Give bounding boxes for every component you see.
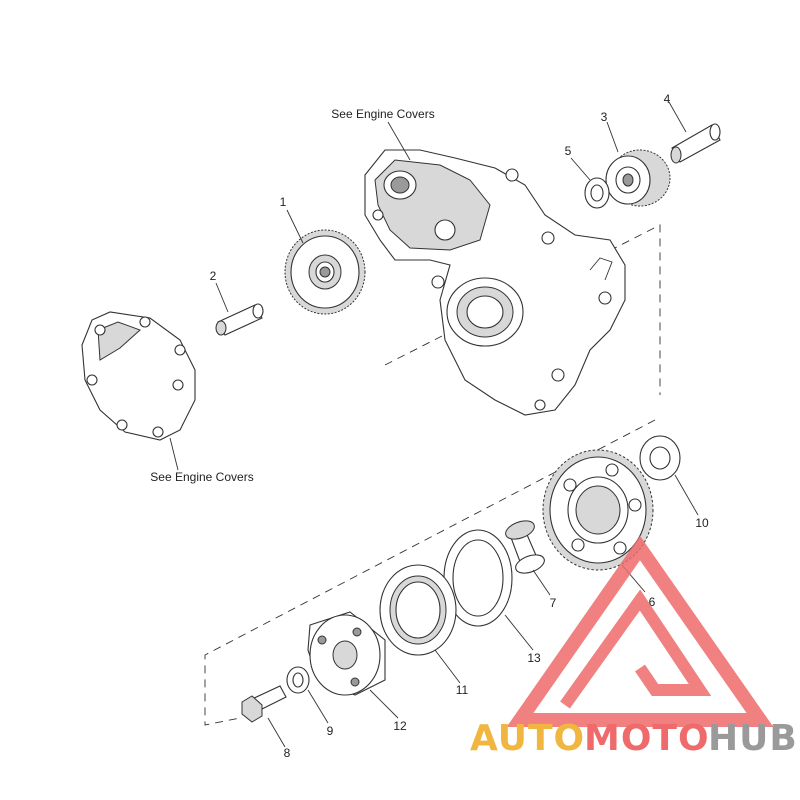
part-number-10: 10 <box>695 516 709 530</box>
part-number-13: 13 <box>527 651 541 665</box>
part-number-5: 5 <box>565 144 572 158</box>
part-number-4: 4 <box>664 92 671 106</box>
automotohub-watermark-logo <box>506 535 774 727</box>
watermark-word-auto: AUTO <box>470 718 585 759</box>
watermark-word-moto: MOTO <box>584 718 710 759</box>
part-number-12: 12 <box>393 719 407 733</box>
washer-part-9 <box>286 666 310 694</box>
engine-cover-left <box>81 311 196 441</box>
gear-part-1 <box>284 229 366 315</box>
pin-part-2 <box>215 303 264 336</box>
bearing-part-7 <box>505 520 545 574</box>
part-number-3: 3 <box>601 110 608 124</box>
part-number-8: 8 <box>284 746 291 760</box>
part-number-9: 9 <box>327 724 334 738</box>
part-number-7: 7 <box>550 596 557 610</box>
hub-part-12 <box>307 611 386 696</box>
washer-part-5 <box>584 177 610 209</box>
washer-part-10 <box>639 435 681 481</box>
gear-part-6 <box>542 449 654 571</box>
pin-part-4 <box>670 123 721 164</box>
part-number-1: 1 <box>280 195 287 209</box>
part-number-6: 6 <box>649 595 656 609</box>
bolt-part-8 <box>241 685 287 723</box>
engine-cover-upper <box>364 149 626 416</box>
automotohub-watermark-text: AUTO MOTO HUB <box>470 718 798 759</box>
gear-part-3 <box>605 149 671 207</box>
plate-part-13 <box>443 529 513 627</box>
callout-engine-covers-top: See Engine Covers <box>331 107 434 121</box>
part-number-2: 2 <box>210 269 217 283</box>
part-number-11: 11 <box>456 683 469 697</box>
callout-engine-covers-left: See Engine Covers <box>150 470 253 484</box>
watermark-word-hub: HUB <box>708 718 798 759</box>
leader-lines <box>169 101 699 748</box>
ring-part-11 <box>379 564 457 656</box>
